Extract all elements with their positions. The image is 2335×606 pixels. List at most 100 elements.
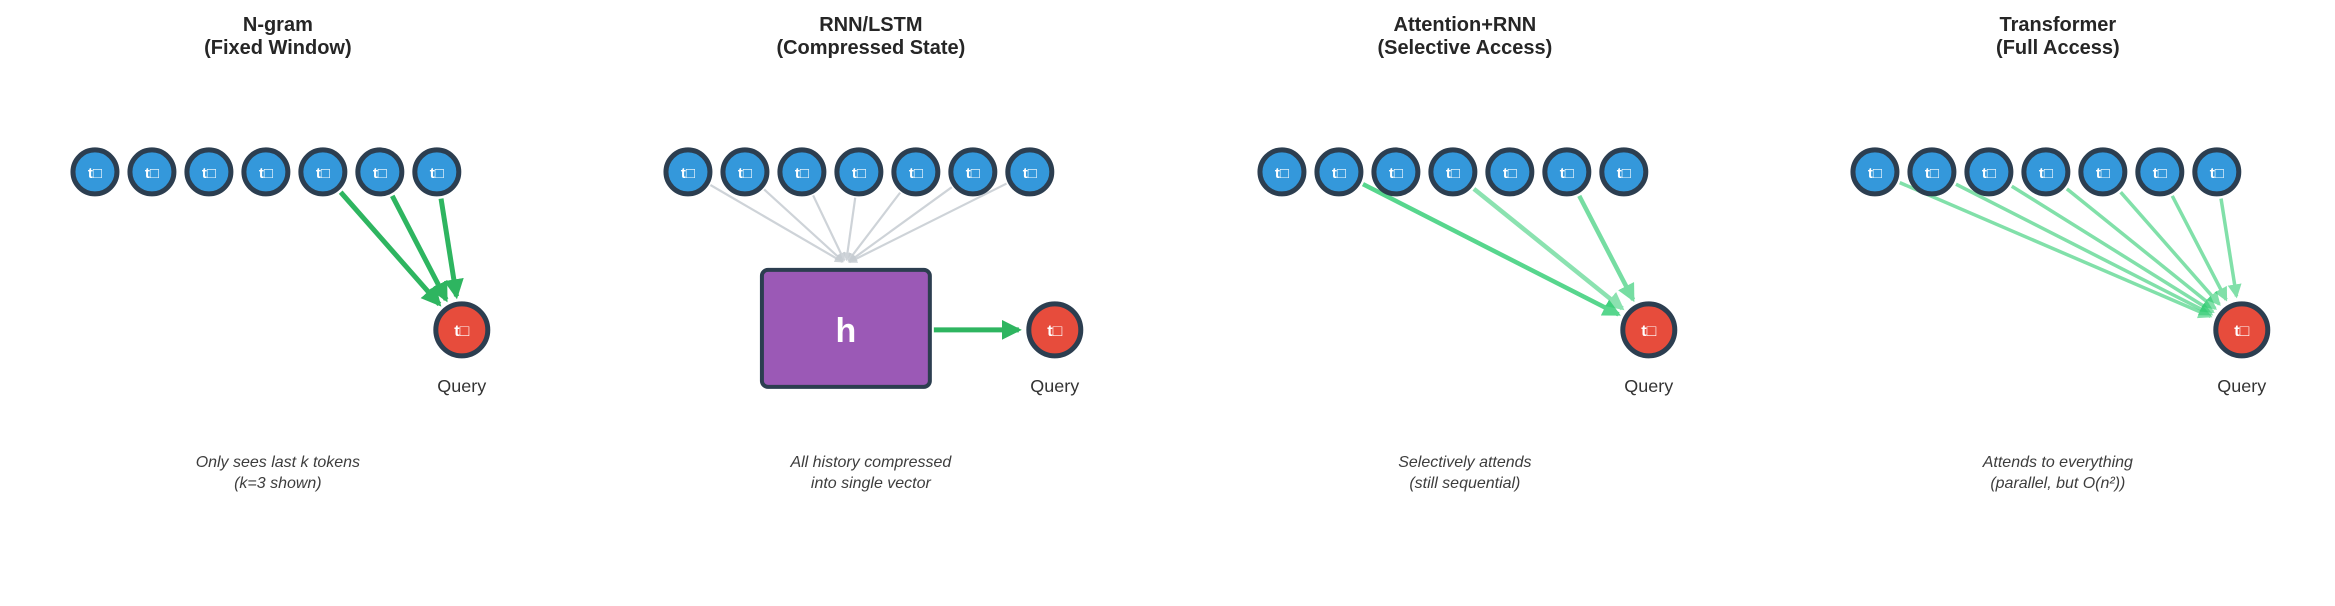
token-circle — [891, 147, 941, 197]
token-label: t□ — [795, 165, 809, 182]
token-label: t□ — [681, 165, 695, 182]
attention-arrow — [2066, 187, 2218, 310]
token-circle — [412, 147, 462, 197]
query-label: t□ — [1047, 323, 1062, 340]
token-label: t□ — [1502, 165, 1516, 182]
token-circle — [1427, 147, 1477, 197]
token-circle — [2192, 147, 2242, 197]
token-circle — [1964, 147, 2014, 197]
token-circle — [1484, 147, 1534, 197]
attention-arrow — [1576, 194, 1635, 303]
token-label: t□ — [966, 165, 980, 182]
panel-caption-line1: All history compressed — [789, 454, 952, 471]
panel-caption-line2: (still sequential) — [1409, 475, 1520, 492]
attention-arrow — [438, 198, 464, 300]
panel-title-line2: (Fixed Window) — [204, 37, 351, 59]
attention-arrow — [338, 190, 442, 307]
query-caption: Query — [1030, 376, 1079, 396]
token-label: t□ — [852, 165, 866, 182]
token-label: t□ — [2153, 165, 2167, 182]
query-circle — [433, 301, 491, 359]
token-circle — [2135, 147, 2185, 197]
token-label: t□ — [1274, 165, 1288, 182]
attention-arrow — [1471, 187, 1624, 311]
history-line — [763, 188, 844, 263]
token-label: t□ — [316, 165, 330, 182]
token-label: t□ — [2039, 165, 2053, 182]
token-label: t□ — [1559, 165, 1573, 182]
token-label: t□ — [1616, 165, 1630, 182]
token-label: t□ — [430, 165, 444, 182]
token-label: t□ — [259, 165, 273, 182]
token-circle — [720, 147, 770, 197]
token-label: t□ — [1925, 165, 1939, 182]
history-line — [848, 182, 1007, 264]
panel-transformer: Transformer(Full Access) t□ t□ t□ t□ t□ t□ t□ t□… — [1751, 0, 2335, 606]
attention-arrow — [1899, 180, 2213, 319]
panel-title-line1: Transformer — [2000, 14, 2117, 36]
token-label: t□ — [1982, 165, 1996, 182]
token-label: t□ — [1388, 165, 1402, 182]
panel-title-line1: RNN/LSTM — [819, 14, 922, 36]
query-circle — [1619, 301, 1677, 359]
history-line — [847, 186, 953, 263]
panel-drawing-attention-rnn: Attention+RNN(Selective Access)t□t□t□t□t… — [1256, 14, 1677, 492]
token-circle — [298, 147, 348, 197]
token-circle — [834, 147, 884, 197]
query-caption: Query — [2218, 376, 2267, 396]
token-label: t□ — [88, 165, 102, 182]
panel-title-line2: (Selective Access) — [1377, 37, 1552, 59]
query-caption: Query — [437, 376, 486, 396]
query-circle — [2213, 301, 2271, 359]
token-circle — [1850, 147, 1900, 197]
panel-caption-line1: Selectively attends — [1398, 454, 1531, 471]
token-circle — [1541, 147, 1591, 197]
token-label: t□ — [738, 165, 752, 182]
panel-attention-rnn: Attention+RNN(Selective Access)t□t□t□t□t… — [1168, 0, 1752, 606]
history-line — [811, 194, 845, 262]
token-circle — [241, 147, 291, 197]
query-caption: Query — [1624, 376, 1673, 396]
token-label: t□ — [145, 165, 159, 182]
token-label: t□ — [2210, 165, 2224, 182]
attention-arrow — [2119, 191, 2221, 306]
token-circle — [184, 147, 234, 197]
token-circle — [777, 147, 827, 197]
token-label: t□ — [1331, 165, 1345, 182]
token-label: t□ — [202, 165, 216, 182]
attention-arrow — [2219, 198, 2242, 299]
query-label: t□ — [2235, 323, 2250, 340]
panel-caption-line2: (k=3 shown) — [234, 475, 322, 492]
attention-arrow — [2011, 184, 2215, 314]
panel-drawing-ngram: N-gram(Fixed Window)t□t□t□t□t□t□t□t□Quer… — [70, 14, 491, 492]
history-line — [847, 191, 901, 262]
hidden-state-box — [759, 267, 932, 389]
panel-title-line2: (Full Access) — [1996, 37, 2120, 59]
token-circle — [1907, 147, 1957, 197]
token-circle — [2078, 147, 2128, 197]
panel-caption-line1: Attends to everything — [1982, 454, 2133, 471]
panel-caption-line1: Only sees last k tokens — [196, 454, 360, 471]
token-label: t□ — [373, 165, 387, 182]
token-circle — [70, 147, 120, 197]
panel-drawing-transformer: Transformer(Full Access) t□ t□ t□ t□ t□ t□ t□ t□… — [1850, 14, 2271, 492]
query-circle — [1026, 301, 1084, 359]
token-label: t□ — [2096, 165, 2110, 182]
query-label: t□ — [1641, 323, 1656, 340]
token-circle — [127, 147, 177, 197]
attention-arrow — [1955, 182, 2214, 316]
token-circle — [948, 147, 998, 197]
token-circle — [663, 147, 713, 197]
token-label: t□ — [1868, 165, 1882, 182]
panel-caption-line2: into single vector — [811, 475, 932, 492]
token-label: t□ — [1023, 165, 1037, 182]
token-circle — [1370, 147, 1420, 197]
token-circle — [355, 147, 405, 197]
token-circle — [1598, 147, 1648, 197]
token-circle — [1313, 147, 1363, 197]
panel-caption-line2: (parallel, but O(n²)) — [1991, 475, 2126, 492]
hidden-state-label: h — [835, 312, 856, 350]
panel-ngram: N-gram(Fixed Window)t□t□t□t□t□t□t□t□Quer… — [0, 0, 584, 606]
